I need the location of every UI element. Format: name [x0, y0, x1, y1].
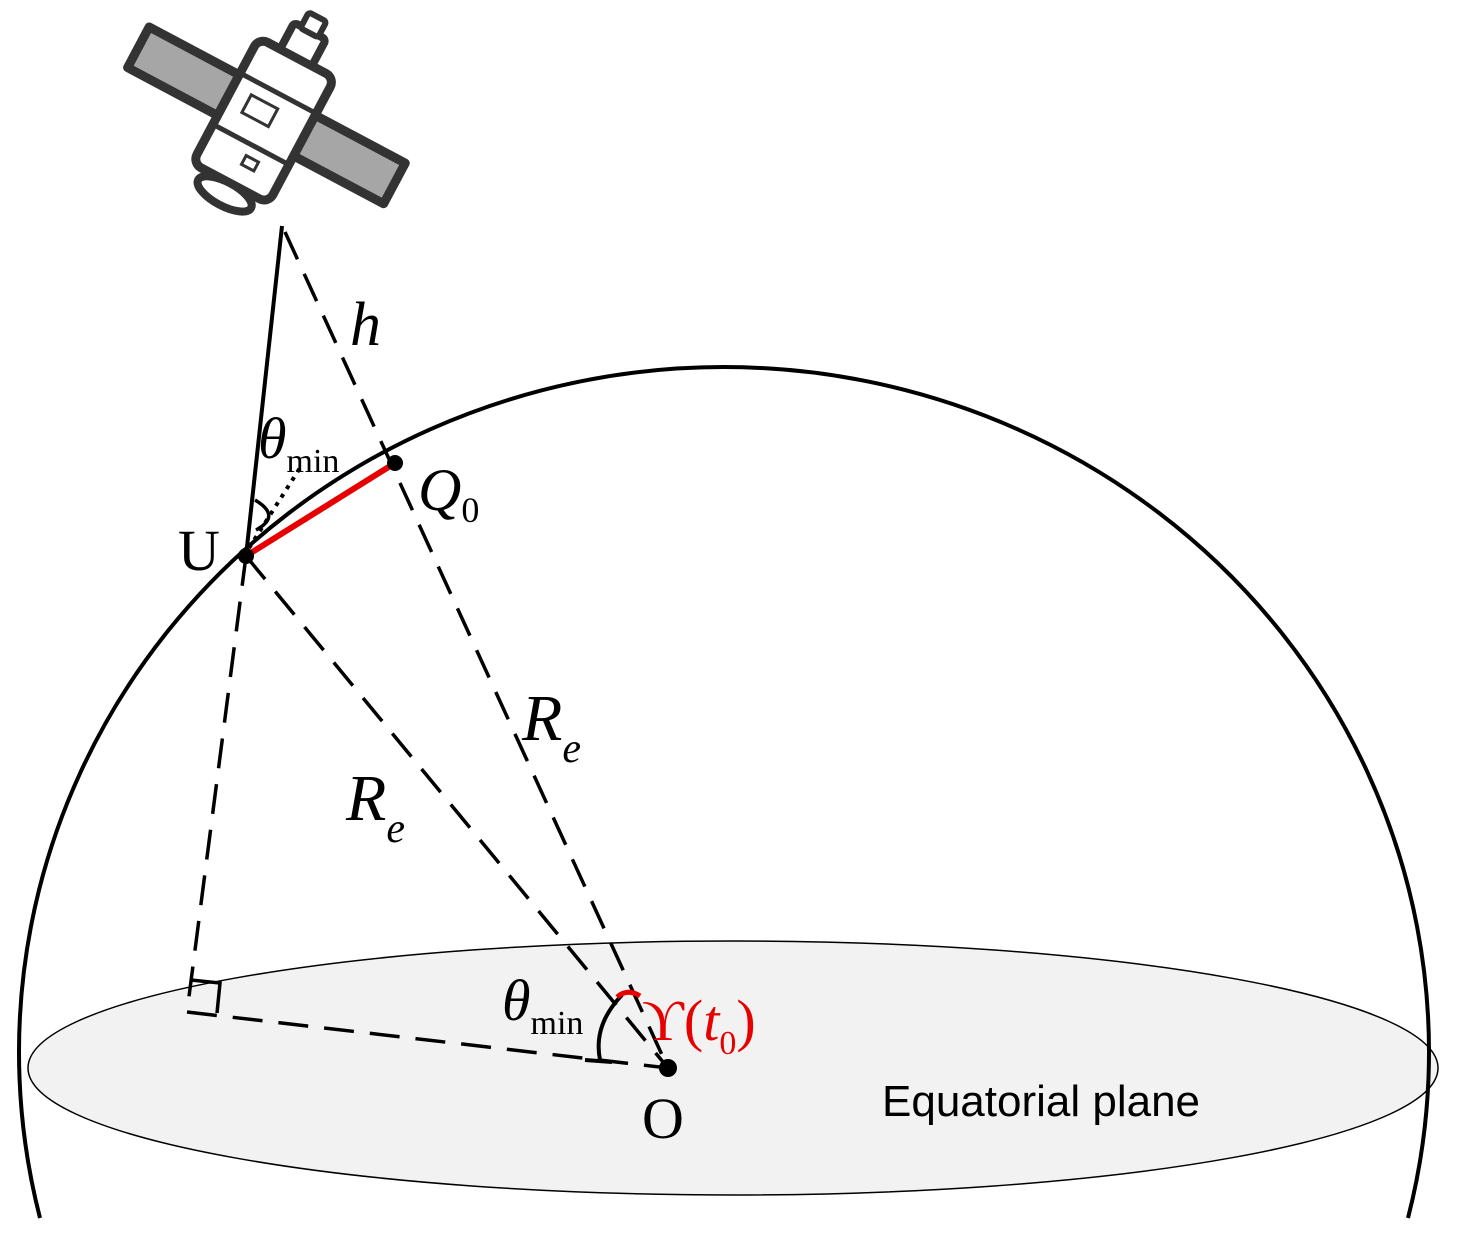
- point-q0-dot: [387, 455, 403, 471]
- label-theta-min-lower: θmin: [502, 968, 583, 1042]
- label-min-lower: min: [531, 1005, 584, 1042]
- label-t: t: [703, 988, 721, 1053]
- label-u: U: [178, 518, 220, 583]
- label-e-right: e: [562, 726, 581, 772]
- label-theta-min-upper: θmin: [258, 406, 339, 480]
- point-o-dot: [659, 1059, 677, 1077]
- right-angle-marker: [190, 978, 222, 1014]
- label-theta-upper: θ: [258, 406, 287, 471]
- angle-arc-at-o-tick: [584, 1058, 613, 1064]
- earth-outline: [17, 365, 1431, 1219]
- label-t-sub: 0: [719, 1025, 736, 1062]
- line-satellite-to-o: [283, 231, 670, 1069]
- label-e-left: e: [386, 806, 405, 852]
- label-re-left: Re: [345, 762, 405, 852]
- label-upsilon-open: ϒ(: [642, 988, 703, 1053]
- line-u-to-o: [244, 554, 670, 1070]
- angle-arc-at-o-upsilon: [615, 989, 642, 1000]
- label-min-upper: min: [287, 443, 340, 480]
- line-foot-to-o: [186, 1010, 669, 1070]
- equatorial-plane: [27, 940, 1439, 1196]
- angle-arc-at-o-theta: [596, 993, 624, 1061]
- label-q: Q: [418, 457, 461, 523]
- label-o: O: [642, 1086, 684, 1151]
- label-r-right: R: [521, 682, 562, 755]
- point-u-dot: [238, 548, 254, 564]
- angle-arc-at-u: [254, 498, 271, 532]
- line-u-to-foot: [185, 555, 248, 1013]
- label-q-sub: 0: [461, 490, 479, 530]
- label-close-paren: ): [736, 988, 755, 1053]
- line-satellite-to-u: [244, 225, 284, 557]
- label-upsilon-t0: ϒ(t0): [642, 988, 756, 1062]
- label-q0: Q0: [418, 457, 479, 530]
- label-r-left: R: [345, 762, 386, 835]
- label-re-right: Re: [521, 682, 581, 772]
- arc-u-q0: [244, 460, 397, 559]
- satellite-icon: [123, 10, 410, 216]
- label-theta-lower: θ: [502, 968, 531, 1033]
- label-equatorial-plane: Equatorial plane: [882, 1077, 1200, 1126]
- label-h: h: [350, 291, 381, 359]
